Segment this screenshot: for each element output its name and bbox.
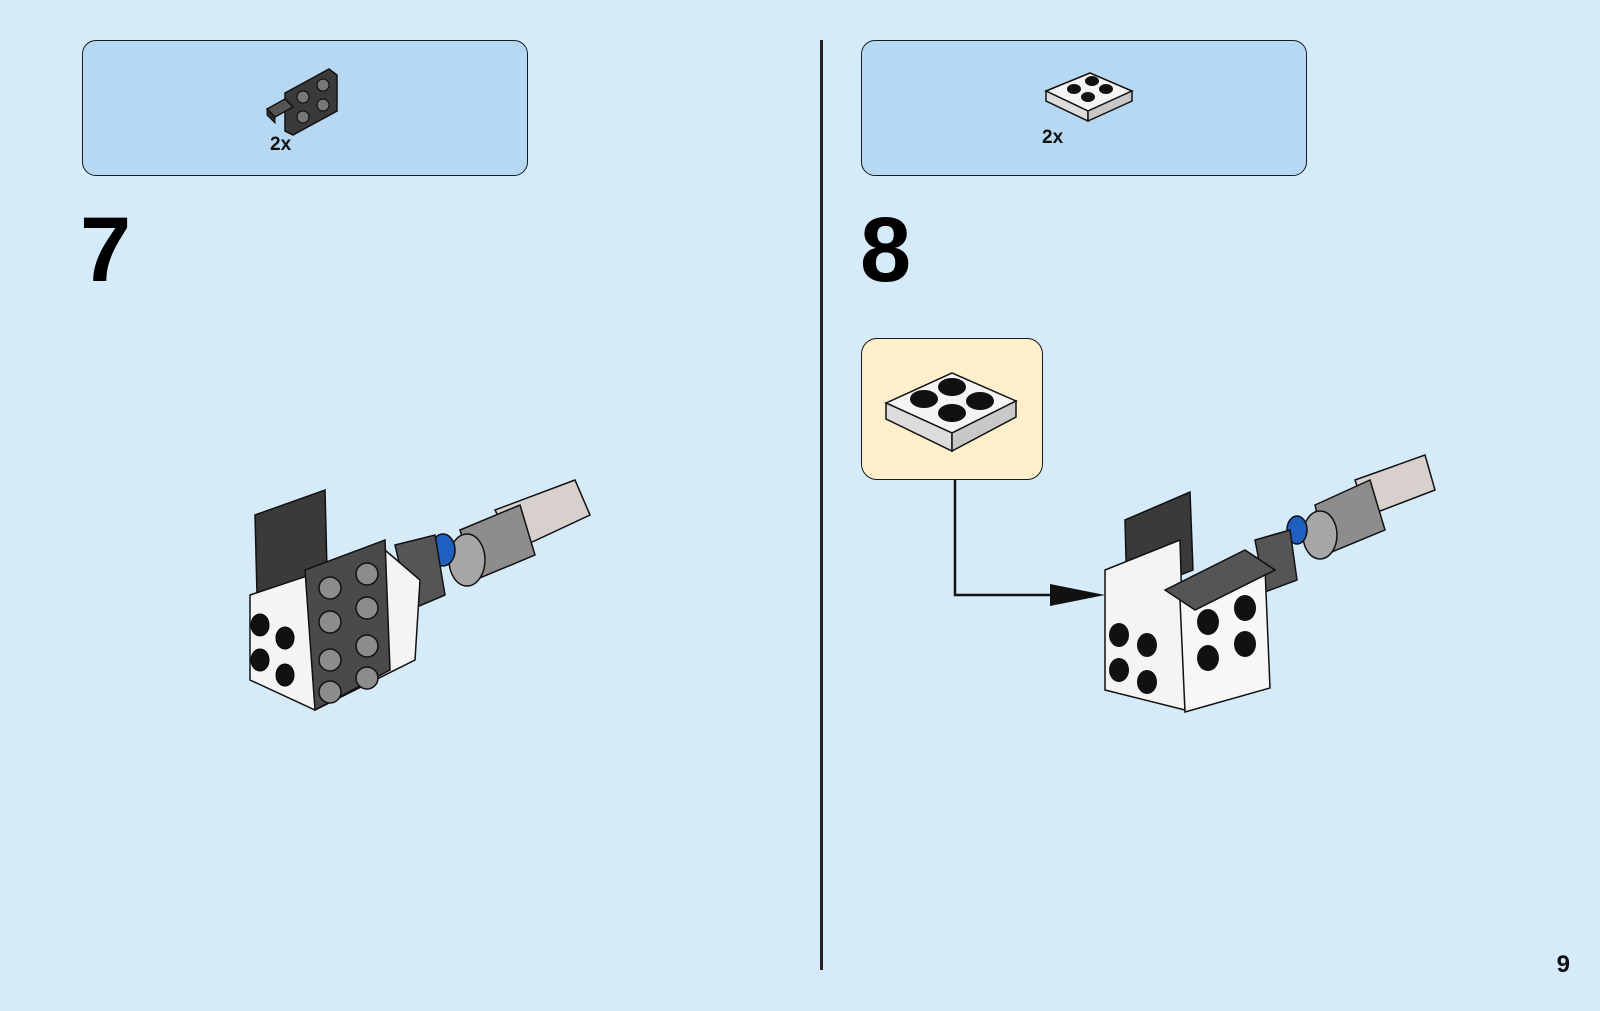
step-7-part-quantity: 2x xyxy=(270,134,291,156)
step-8-parts-box: 2x xyxy=(861,40,1307,176)
step-8-part-quantity: 2x xyxy=(1042,127,1063,149)
step-7-assembly-illustration xyxy=(245,470,605,730)
step-7-number: 7 xyxy=(80,204,131,296)
step-8-part-callout xyxy=(861,338,1043,480)
connector-joint-icon xyxy=(395,480,590,610)
step-8-assembly-illustration xyxy=(1105,450,1445,730)
step-8-number: 8 xyxy=(860,204,911,296)
connector-joint-icon xyxy=(1255,455,1435,592)
step-7-parts-box: 2x xyxy=(82,40,528,176)
white-plate-2x2-icon xyxy=(882,357,1022,457)
page-number: 9 xyxy=(1557,951,1570,979)
dark-gray-bracket-plate-icon xyxy=(265,63,345,133)
white-plate-2x2-icon xyxy=(1044,67,1134,127)
step-divider xyxy=(820,40,823,970)
